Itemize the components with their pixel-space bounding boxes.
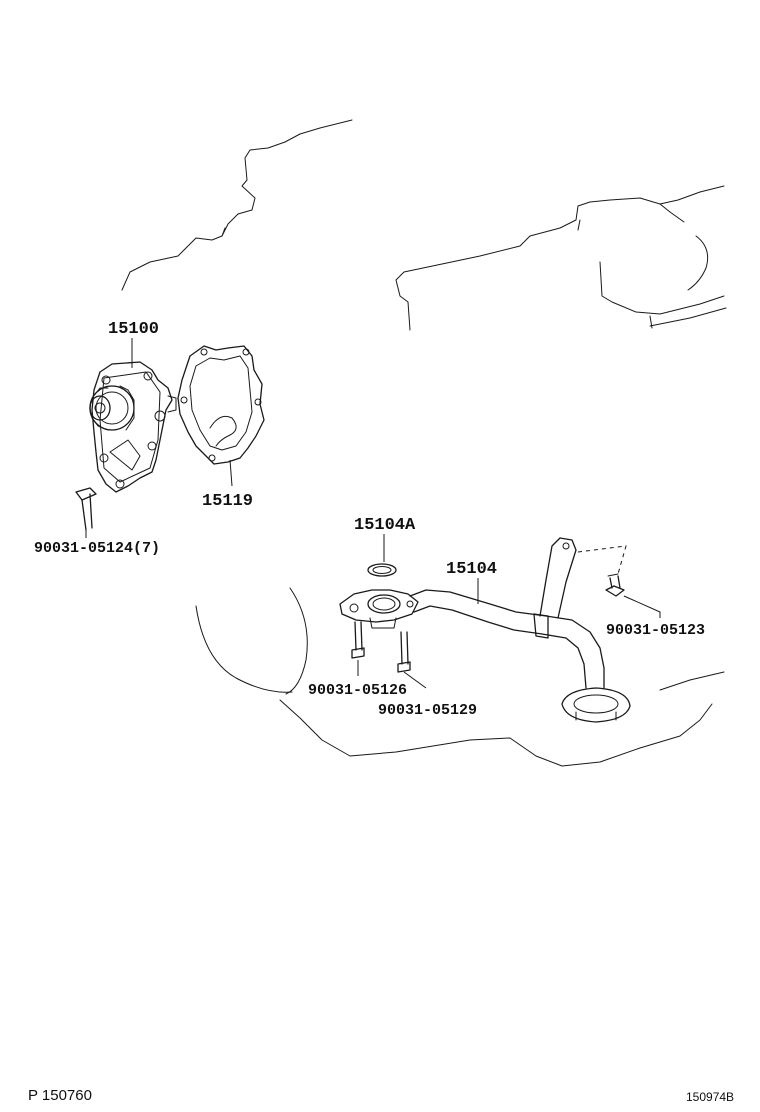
label-pump-bolt: 90031-05124(7) <box>34 540 160 557</box>
oil-pump[interactable] <box>89 361 177 493</box>
label-strainer-gasket: 15104A <box>354 516 416 535</box>
label-oil-strainer: 15104 <box>446 560 497 579</box>
pump-bolt[interactable] <box>75 487 97 531</box>
strainer-bolt-a[interactable] <box>351 621 365 659</box>
strainer-bolt-b[interactable] <box>397 631 411 673</box>
leader-lines <box>85 338 661 689</box>
pump-shaft-hub <box>89 395 111 421</box>
figure-code: 150974B <box>686 1090 734 1104</box>
label-oil-pump: 15100 <box>108 320 159 339</box>
label-pump-gasket: 15119 <box>202 492 253 511</box>
oil-pan-outline <box>195 587 725 767</box>
engine-block-outline <box>121 119 727 331</box>
page-code: P 150760 <box>28 1087 92 1104</box>
strainer-gasket[interactable] <box>367 563 397 577</box>
label-strainer-bolt-b: 90031-05129 <box>378 702 477 719</box>
label-bracket-bolt: 90031-05123 <box>606 622 705 639</box>
pump-gasket[interactable] <box>177 345 265 465</box>
oil-strainer[interactable] <box>339 537 631 723</box>
label-strainer-bolt-a: 90031-05126 <box>308 682 407 699</box>
bracket-bolt[interactable] <box>605 573 625 597</box>
